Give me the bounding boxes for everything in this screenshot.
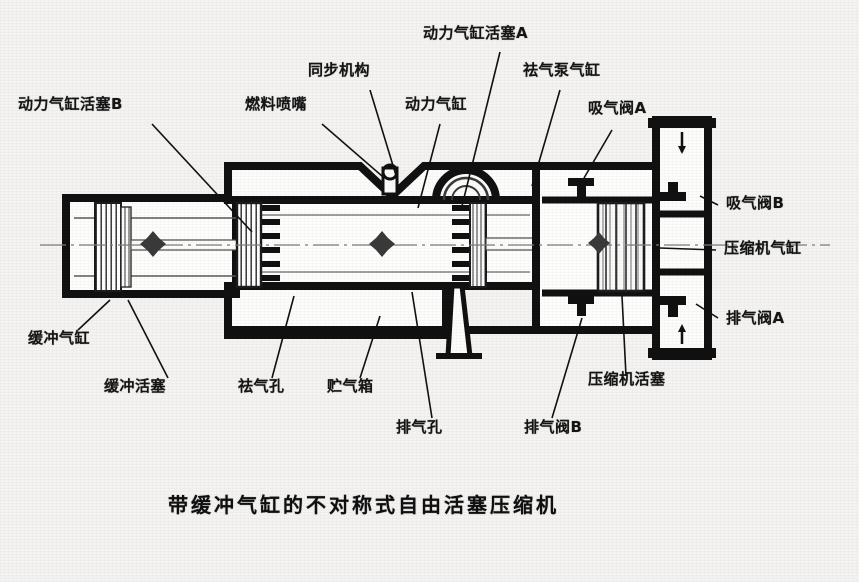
center-marks	[140, 231, 610, 257]
sync-mechanism-body	[432, 166, 500, 201]
exhaust-valve-b-body	[568, 296, 594, 316]
label-buffer-cylinder: 缓冲气缸	[28, 329, 91, 347]
label-compressor-cylinder: 压缩机气缸	[724, 239, 802, 257]
suction-valve-a-body	[568, 178, 594, 198]
label-buffer-piston: 缓冲活塞	[104, 377, 167, 395]
exhaust-valve-a-body	[660, 296, 686, 317]
leader-lines	[77, 51, 719, 419]
label-exhaust-valve-a: 排气阀A	[726, 309, 785, 327]
fuel-injector-nozzle	[381, 163, 399, 202]
valve-manifold-column	[648, 116, 716, 360]
label-fuel-injector: 燃料喷嘴	[245, 95, 308, 113]
label-scavenge-port: 祛气孔	[238, 377, 285, 395]
label-exhaust-valve-b: 排气阀B	[524, 418, 583, 436]
label-power-cylinder: 动力气缸	[405, 95, 468, 113]
label-suction-valve-a: 吸气阀A	[588, 99, 647, 117]
exhaust-port-body	[404, 282, 422, 290]
label-scavenge-pump-cylinder: 祛气泵气缸	[523, 61, 601, 79]
piston-b-rings	[262, 205, 280, 281]
figure-caption: 带缓冲气缸的不对称式自由活塞压缩机	[168, 493, 559, 517]
compressor-piston-body	[596, 201, 646, 293]
piston-a-rings	[452, 205, 470, 281]
label-power-cylinder-piston-a: 动力气缸活塞A	[423, 24, 529, 42]
machine-support-stand	[436, 283, 482, 359]
label-air-reservoir: 贮气箱	[327, 377, 374, 395]
label-sync-mechanism: 同步机构	[308, 61, 371, 79]
label-exhaust-port: 排气孔	[396, 418, 443, 436]
label-suction-valve-b: 吸气阀B	[726, 194, 785, 212]
label-power-cylinder-piston-b: 动力气缸活塞B	[18, 95, 123, 113]
suction-valve-b-body	[660, 182, 686, 201]
scavenge-port-body	[284, 282, 304, 290]
label-compressor-piston: 压缩机活塞	[588, 370, 666, 388]
